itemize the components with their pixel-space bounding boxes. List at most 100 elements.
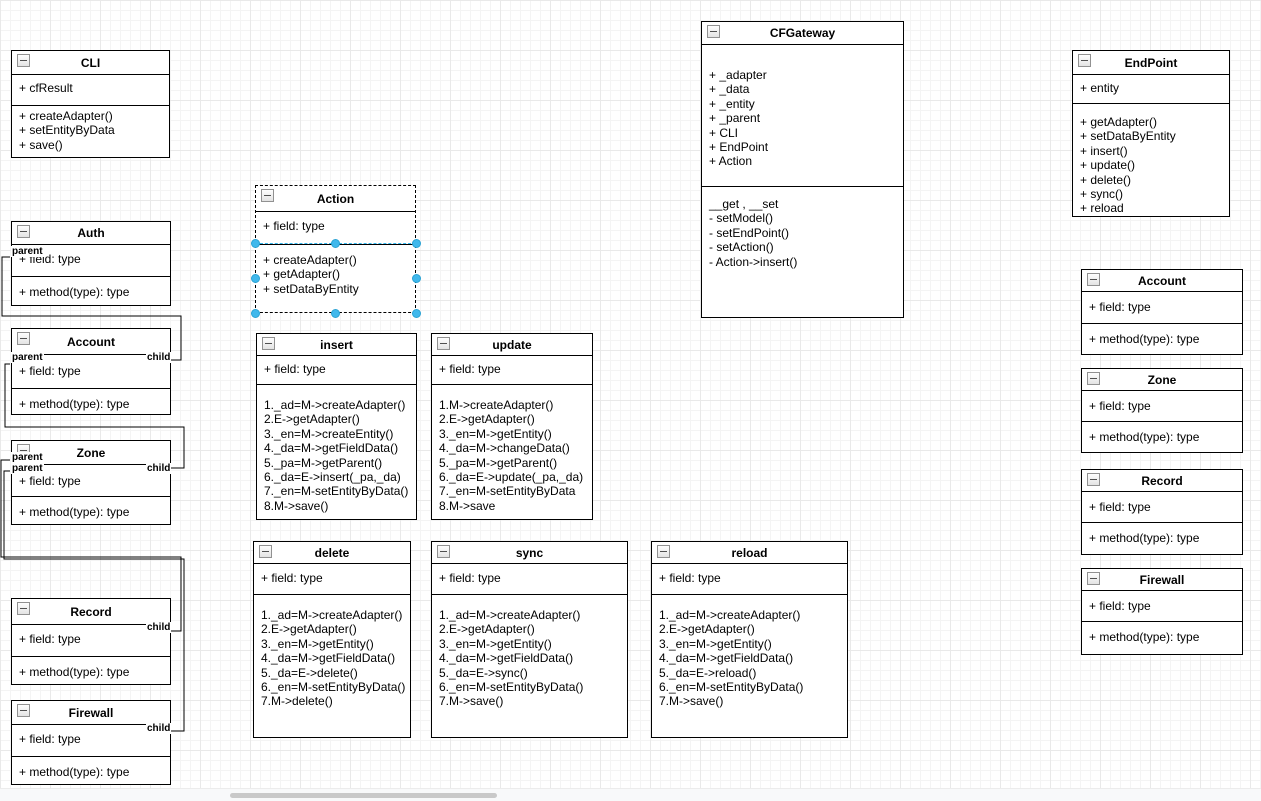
methods-compartment[interactable]: + createAdapter()+ getAdapter()+ setData… (256, 245, 415, 312)
connector-auth-parent-to-account-child[interactable] (1, 256, 182, 361)
collapse-icon[interactable] (17, 332, 30, 345)
selection-handle[interactable] (250, 238, 260, 248)
fields-compartment[interactable]: + entity (1073, 75, 1229, 104)
fields-compartment[interactable]: + field: type (652, 564, 847, 595)
collapse-icon[interactable] (1087, 372, 1100, 385)
collapse-icon[interactable] (437, 545, 450, 558)
collapse-icon[interactable] (437, 337, 450, 350)
edge-label-parent[interactable]: parent (11, 246, 44, 257)
fields-compartment[interactable]: + field: type (257, 356, 416, 385)
selection-handle[interactable] (331, 238, 340, 248)
edge-label-child[interactable]: child (146, 463, 172, 474)
connector-zone-parent-to-firewall-child[interactable] (3, 470, 185, 732)
method-line: + setDataByEntity (1080, 129, 1176, 144)
methods-compartment[interactable]: + method(type): type (1082, 622, 1242, 654)
methods-compartment[interactable]: + method(type): type (1082, 523, 1242, 554)
fields-compartment[interactable]: + field: type (12, 465, 170, 497)
edge-label-child[interactable]: child (146, 352, 172, 363)
selection-handle[interactable] (411, 308, 421, 318)
collapse-icon[interactable] (1087, 273, 1100, 286)
fields-compartment[interactable]: + field: type (432, 564, 627, 595)
selection-handle[interactable] (411, 238, 421, 248)
fields-compartment[interactable]: + field: type (12, 355, 170, 389)
fields-compartment[interactable]: + field: type (254, 564, 410, 595)
methods-compartment[interactable]: + method(type): type (12, 389, 170, 414)
fields-compartment[interactable]: + field: type (12, 625, 170, 657)
fields-compartment[interactable]: + field: type (1082, 492, 1242, 523)
selection-handle[interactable] (411, 273, 421, 283)
edge-label-parent[interactable]: parent (11, 352, 44, 363)
methods-compartment[interactable]: + method(type): type (12, 277, 170, 305)
methods-compartment[interactable]: + method(type): type (1082, 422, 1242, 452)
horizontal-scrollbar-thumb[interactable] (230, 793, 497, 798)
class-firewall-right[interactable]: Firewall+ field: type+ method(type): typ… (1081, 568, 1243, 655)
class-firewall-left[interactable]: Firewall+ field: type+ method(type): typ… (11, 700, 171, 785)
class-record-left[interactable]: Record+ field: type+ method(type): type (11, 598, 171, 685)
methods-compartment[interactable]: + getAdapter()+ setDataByEntity+ insert(… (1073, 104, 1229, 216)
methods-compartment[interactable]: 1._ad=M->createAdapter()2.E->getAdapter(… (432, 595, 627, 737)
fields-compartment[interactable]: + field: type (1082, 292, 1242, 324)
fields-compartment[interactable]: + field: type (1082, 391, 1242, 422)
edge-label-child[interactable]: child (146, 622, 172, 633)
connector-account-parent-to-zone-child[interactable] (4, 363, 185, 469)
fields-compartment[interactable]: + field: type (432, 356, 592, 385)
collapse-icon[interactable] (17, 54, 30, 67)
class-endpoint[interactable]: EndPoint+ entity+ getAdapter()+ setDataB… (1072, 50, 1230, 217)
class-title: Record (1141, 473, 1183, 488)
method-line: + method(type): type (1089, 531, 1200, 545)
methods-compartment[interactable]: + method(type): type (12, 497, 170, 524)
class-titlebar: insert (257, 334, 416, 356)
method-line: + reload (1080, 201, 1124, 216)
edge-label-child[interactable]: child (146, 723, 172, 734)
fields-compartment[interactable]: + cfResult (12, 75, 169, 106)
methods-compartment[interactable]: 1._ad=M->createAdapter()2.E->getAdapter(… (652, 595, 847, 737)
collapse-icon[interactable] (262, 337, 275, 350)
class-zone-right[interactable]: Zone+ field: type+ method(type): type (1081, 368, 1243, 453)
collapse-icon[interactable] (707, 25, 720, 38)
edge-label-parent[interactable]: parent (11, 463, 44, 474)
class-account-left[interactable]: Account+ field: type+ method(type): type (11, 328, 171, 415)
class-auth[interactable]: Auth+ field: type+ method(type): type (11, 221, 171, 306)
collapse-icon[interactable] (17, 704, 30, 717)
collapse-icon[interactable] (1078, 54, 1091, 67)
connector-zone-parent-to-record-child[interactable] (0, 459, 182, 632)
methods-compartment[interactable]: + method(type): type (12, 657, 170, 684)
method-line: 8.M->save (439, 498, 496, 513)
class-action[interactable]: Action+ field: type+ createAdapter()+ ge… (255, 185, 416, 313)
methods-compartment[interactable]: + createAdapter()+ setEntityByData+ save… (12, 106, 169, 157)
edge-label-parent[interactable]: parent (11, 452, 44, 463)
class-cfgateway[interactable]: CFGateway+ _adapter+ _data+ _entity+ _pa… (701, 21, 904, 318)
fields-compartment[interactable]: + field: type (12, 725, 170, 757)
methods-compartment[interactable]: + method(type): type (1082, 324, 1242, 354)
horizontal-scrollbar-track[interactable] (0, 788, 1261, 801)
collapse-icon[interactable] (17, 602, 30, 615)
collapse-icon[interactable] (259, 545, 272, 558)
selection-handle[interactable] (250, 273, 260, 283)
collapse-icon[interactable] (657, 545, 670, 558)
collapse-icon[interactable] (1087, 473, 1100, 486)
class-title: sync (515, 545, 544, 560)
fields-compartment[interactable]: + field: type (1082, 591, 1242, 622)
selection-handle[interactable] (250, 308, 260, 318)
methods-compartment[interactable]: 1._ad=M->createAdapter()2.E->getAdapter(… (254, 595, 410, 737)
methods-compartment[interactable]: + method(type): type (12, 757, 170, 784)
collapse-icon[interactable] (1087, 572, 1100, 585)
collapse-icon[interactable] (17, 225, 30, 238)
class-record-right[interactable]: Record + field: type + method(type): type (1081, 469, 1243, 555)
class-titlebar: Record (12, 599, 170, 625)
collapse-icon[interactable] (261, 189, 274, 202)
methods-compartment[interactable]: __get , __set- setModel()- setEndPoint()… (702, 187, 903, 317)
fields-compartment[interactable]: + _adapter+ _data+ _entity+ _parent+ CLI… (702, 45, 903, 187)
class-cli[interactable]: CLI+ cfResult+ createAdapter()+ setEntit… (11, 50, 170, 158)
class-titlebar: reload (652, 542, 847, 564)
methods-compartment[interactable]: 1._ad=M->createAdapter()2.E->getAdapter(… (257, 385, 416, 519)
methods-compartment[interactable]: 1.M->createAdapter()2.E->getAdapter()3._… (432, 385, 592, 519)
selection-handle[interactable] (331, 308, 340, 318)
class-account-right[interactable]: Account+ field: type+ method(type): type (1081, 269, 1243, 355)
